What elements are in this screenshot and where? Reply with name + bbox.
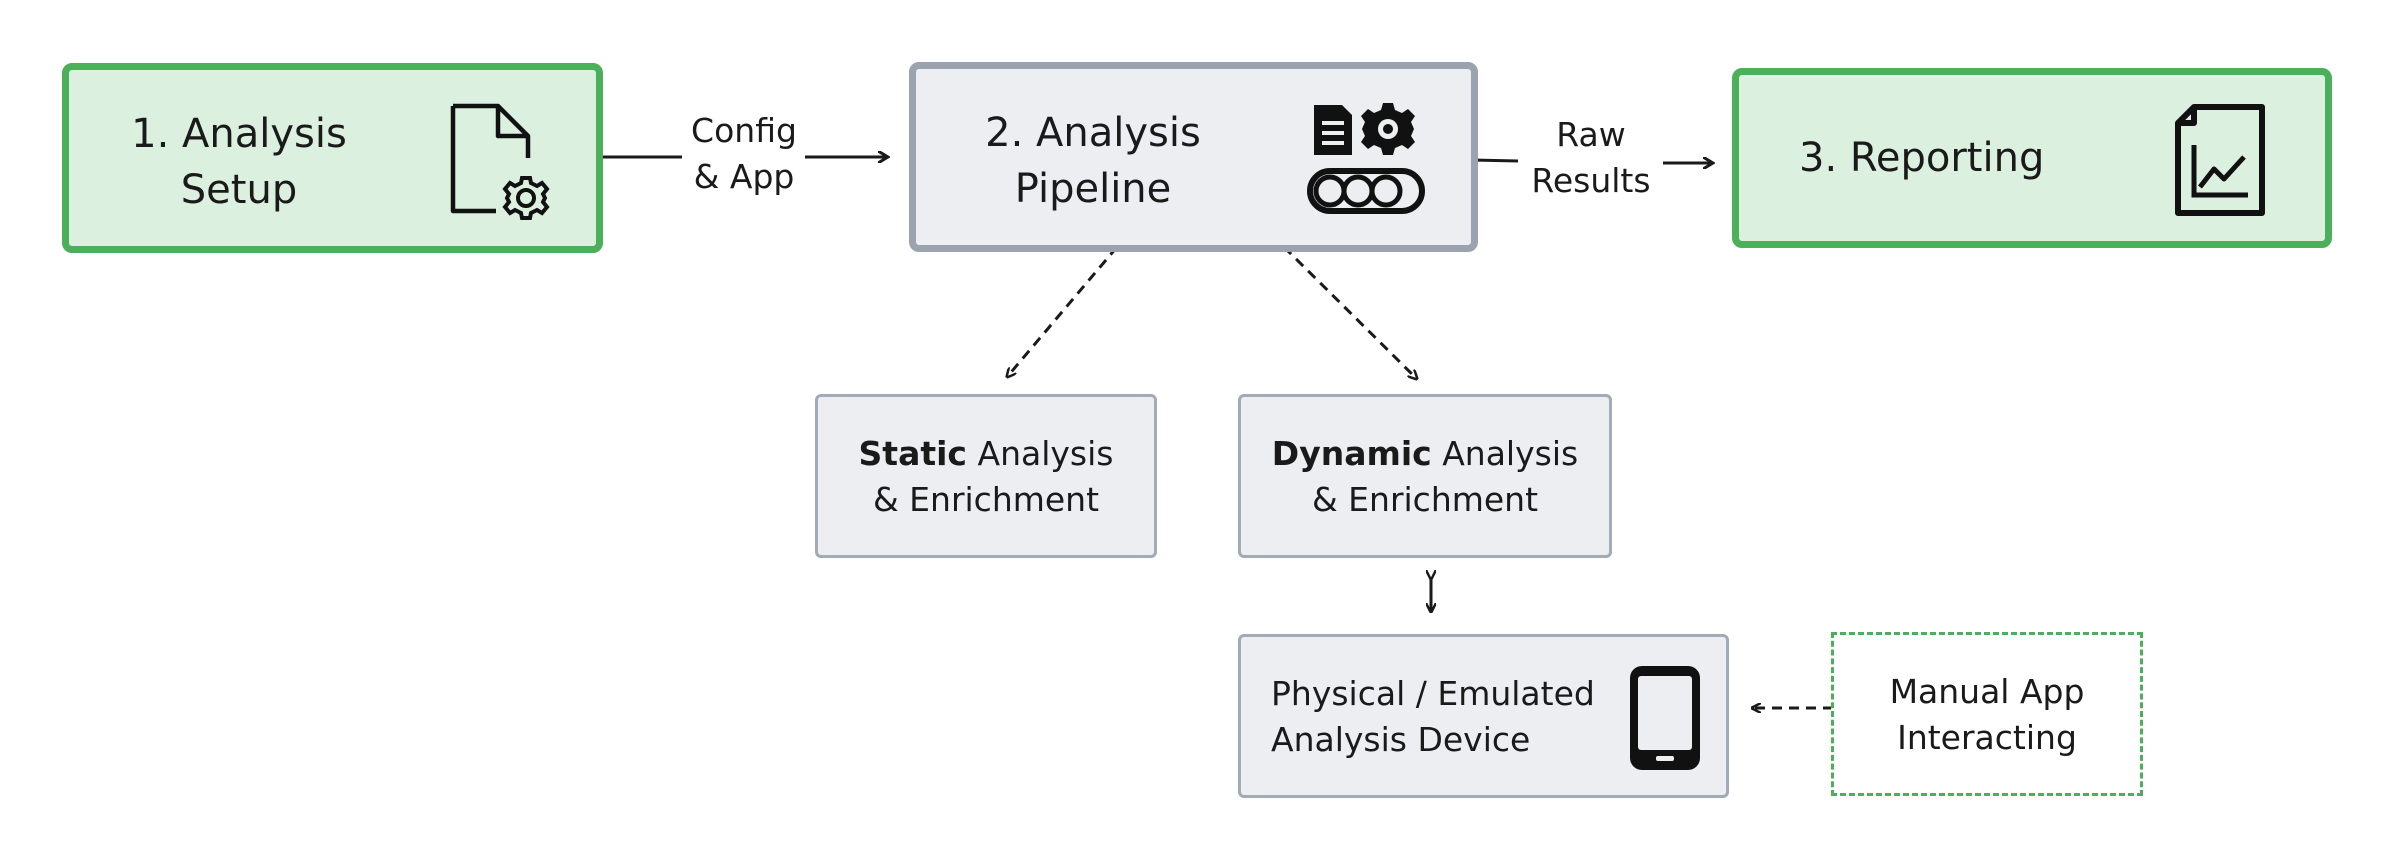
arrow-pipeline-to-static — [1007, 246, 1119, 377]
config-app-label: Config & App — [682, 108, 806, 200]
dynamic-analysis-box: Dynamic Analysis & Enrichment — [1238, 394, 1612, 558]
static-analysis-box: Static Analysis & Enrichment — [815, 394, 1157, 558]
static-bold: Static — [858, 434, 967, 473]
manual-line1: Manual App — [1889, 672, 2085, 711]
dynamic-analysis-label: Dynamic Analysis & Enrichment — [1241, 431, 1609, 523]
reporting-label: 3. Reporting — [1799, 130, 2059, 186]
analysis-setup-label: 1. Analysis Setup — [124, 106, 354, 218]
config-label-line1: Config — [691, 111, 797, 150]
raw-results-label: Raw Results — [1520, 112, 1662, 204]
document-gear-icon — [450, 103, 550, 220]
manual-app-box: Manual App Interacting — [1831, 632, 2143, 796]
smartphone-icon — [1630, 666, 1700, 770]
device-line2: Analysis Device — [1271, 720, 1531, 760]
analysis-pipeline-line1: 2. Analysis — [985, 110, 1201, 156]
manual-line2: Interacting — [1897, 718, 2077, 758]
dynamic-rest: Analysis — [1431, 434, 1579, 473]
arrow-pipeline-to-dynamic — [1282, 245, 1417, 379]
raw-label-line1: Raw — [1556, 115, 1626, 154]
raw-label-line2: Results — [1531, 161, 1651, 201]
analysis-pipeline-box: 2. Analysis Pipeline — [909, 62, 1478, 252]
config-label-line2: & App — [693, 157, 795, 197]
arrow-pipeline-to-reporting-a — [1471, 158, 1519, 163]
static-analysis-label: Static Analysis & Enrichment — [818, 431, 1154, 523]
manual-app-label: Manual App Interacting — [1834, 669, 2140, 761]
analysis-pipeline-line2: Pipeline — [1014, 166, 1172, 212]
dynamic-line2: & Enrichment — [1311, 480, 1539, 520]
analysis-setup-line2: Setup — [180, 167, 298, 213]
analysis-device-box: Physical / Emulated Analysis Device — [1238, 634, 1729, 798]
pipeline-gears-icon — [1307, 103, 1425, 214]
dynamic-bold: Dynamic — [1271, 434, 1432, 473]
static-rest: Analysis — [967, 434, 1114, 473]
analysis-pipeline-label: 2. Analysis Pipeline — [978, 105, 1208, 217]
reporting-box: 3. Reporting — [1732, 68, 2332, 248]
analysis-setup-box: 1. Analysis Setup — [62, 63, 603, 253]
static-line2: & Enrichment — [872, 480, 1100, 520]
report-chart-icon — [2175, 104, 2265, 216]
device-line1: Physical / Emulated — [1271, 674, 1595, 713]
analysis-device-label: Physical / Emulated Analysis Device — [1271, 671, 1611, 763]
analysis-setup-line1: 1. Analysis — [131, 111, 347, 157]
reporting-label-text: 3. Reporting — [1799, 135, 2045, 181]
